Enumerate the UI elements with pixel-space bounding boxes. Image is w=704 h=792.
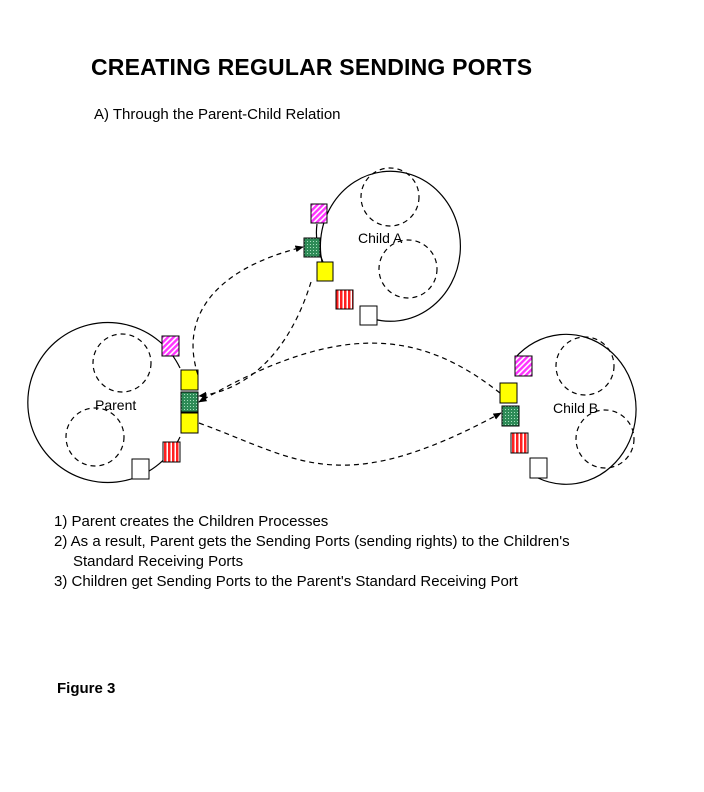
child-a-port-red [335,289,354,310]
page-title: CREATING REGULAR SENDING PORTS [91,54,533,80]
child-b-port-yellow [499,382,518,404]
child-a-boundary [319,170,461,322]
arrow-child-a-to-parent [198,281,312,399]
arrow-parent-to-child-a [192,245,304,376]
child-a-inner-circle [378,239,438,299]
parent-boundary [27,321,181,484]
child-b-boundary [514,333,637,485]
parent-port-yellow [180,412,199,434]
child-b-port-red [510,432,529,454]
child-a-inner-circle [360,167,420,227]
note-item: 3) Children get Sending Ports to the Par… [54,573,518,590]
child-a-port-magenta [310,203,328,224]
parent-port-white [131,458,150,480]
child-b-port-magenta [514,355,533,377]
figure-label: Figure 3 [57,680,116,697]
child-b-process: Child B [499,333,637,485]
arrow-child-b-to-parent [198,342,501,403]
parent-port-green [180,391,199,413]
note-item: 2) As a result, Parent gets the Sending … [54,533,570,550]
child-a-label: Child A [358,230,403,246]
parent-port-red [162,441,181,463]
child-b-label: Child B [553,400,598,416]
note-item: 1) Parent creates the Children Processes [54,513,329,530]
parent-label: Parent [95,397,136,413]
parent-process: Parent [27,321,199,484]
child-b-inner-circle [575,409,635,469]
arrow-parent-to-child-b [198,412,502,466]
note-item: Standard Receiving Ports [73,553,244,570]
child-b-inner-circle [555,336,615,396]
child-b-port-white [529,457,548,479]
subtitle: A) Through the Parent-Child Relation [94,106,341,123]
parent-port-magenta [161,335,180,357]
parent-inner-circle [92,333,152,393]
parent-port-yellow [180,369,199,391]
child-a-port-white [359,305,378,326]
child-a-port-green [303,237,321,258]
child-a-port-yellow [316,261,334,282]
parent-inner-circle [65,407,125,467]
child-b-port-green [501,405,520,427]
child-a-process: Child A [303,167,461,326]
notes-list: 1) Parent creates the Children Processes… [54,512,570,592]
